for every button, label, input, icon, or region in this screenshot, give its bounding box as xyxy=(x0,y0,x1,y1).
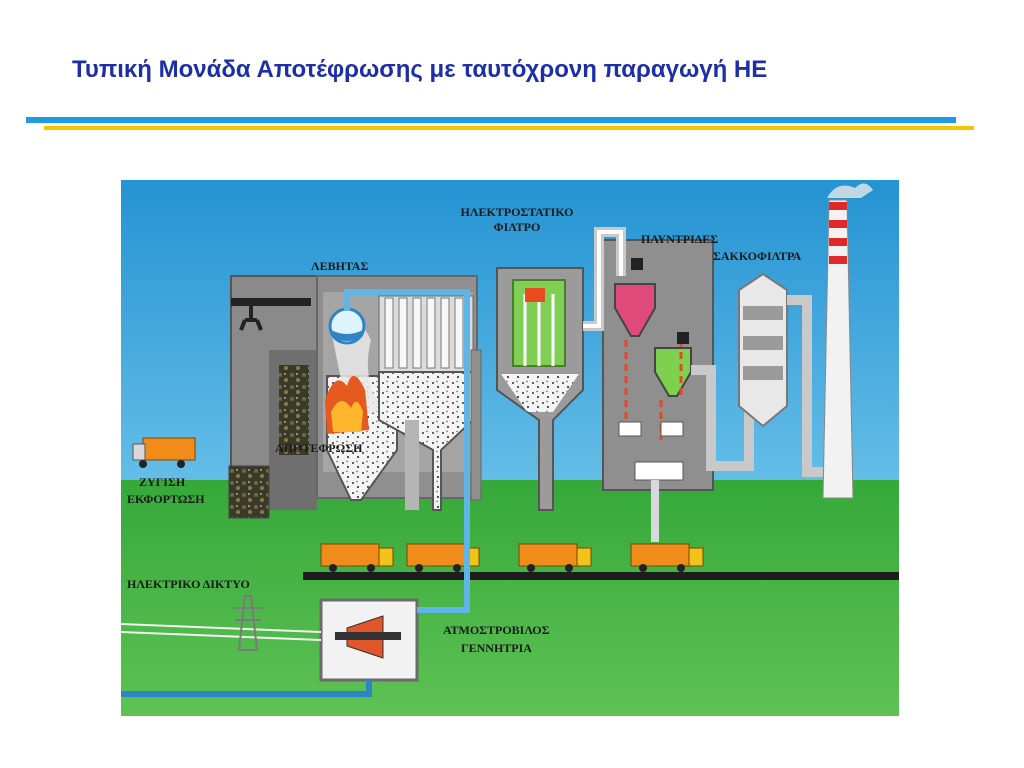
chimney-stack xyxy=(822,183,873,499)
label-scrubbers: ΠΛΥΝΤΡΙΔΕΣ xyxy=(641,232,718,246)
label-weighing-2: ΕΚΦΟΡΤΩΣΗ xyxy=(127,492,205,506)
slide-title: Τυπική Μονάδα Αποτέφρωσης με ταυτόχρονη … xyxy=(72,56,768,83)
truck-weighing xyxy=(132,437,196,468)
truck-ash-4 xyxy=(630,543,704,572)
incineration-plant-diagram: ΗΛΕΚΤΡΟΣΤΑΤΙΚΟ ΦΙΛΤΡΟ ΠΛΥΝΤΡΙΔΕΣ ΣΑΚΚΟΦΙ… xyxy=(121,180,899,716)
label-boiler: ΛΕΒΗΤΑΣ xyxy=(311,259,368,273)
title-rule-blue xyxy=(26,117,956,123)
label-precipitator-2: ΦΙΛΤΡΟ xyxy=(494,220,541,234)
label-incineration: ΑΠΟΤΕΦΡΩΣΗ xyxy=(275,441,363,455)
scrubber-building xyxy=(602,239,714,542)
crane-grab-icon xyxy=(239,306,263,331)
label-grid: ΗΛΕΚΤΡΙΚΟ ΔΙΚΤΥΟ xyxy=(127,577,250,591)
high-voltage-icon xyxy=(525,288,545,302)
plant-illustration: ΗΛΕΚΤΡΟΣΤΑΤΙΚΟ ΦΙΛΤΡΟ ΠΛΥΝΤΡΙΔΕΣ ΣΑΚΚΟΦΙ… xyxy=(121,180,899,716)
title-rule-yellow xyxy=(44,126,974,130)
label-bag-filters: ΣΑΚΚΟΦΙΛΤΡΑ xyxy=(713,249,802,263)
boiler-building xyxy=(316,275,478,560)
label-precipitator-1: ΗΛΕΚΤΡΟΣΤΑΤΙΚΟ xyxy=(461,205,574,219)
waste-bunker xyxy=(228,275,318,519)
label-weighing-1: ΖΥΓΙΣΗ xyxy=(139,475,186,489)
truck-ash-1 xyxy=(320,543,394,572)
steam-turbine-generator xyxy=(121,510,470,697)
truck-ash-3 xyxy=(518,543,592,572)
road xyxy=(303,572,899,580)
bag-filter xyxy=(738,272,829,477)
pylon-icon xyxy=(237,595,259,651)
power-grid xyxy=(121,595,322,651)
label-turbine-1: ΑΤΜΟΣΤΡΟΒΙΛΟΣ xyxy=(443,623,550,637)
label-turbine-2: ΓΕΝΝΗΤΡΙΑ xyxy=(461,641,532,655)
electrostatic-precipitator xyxy=(496,267,584,511)
